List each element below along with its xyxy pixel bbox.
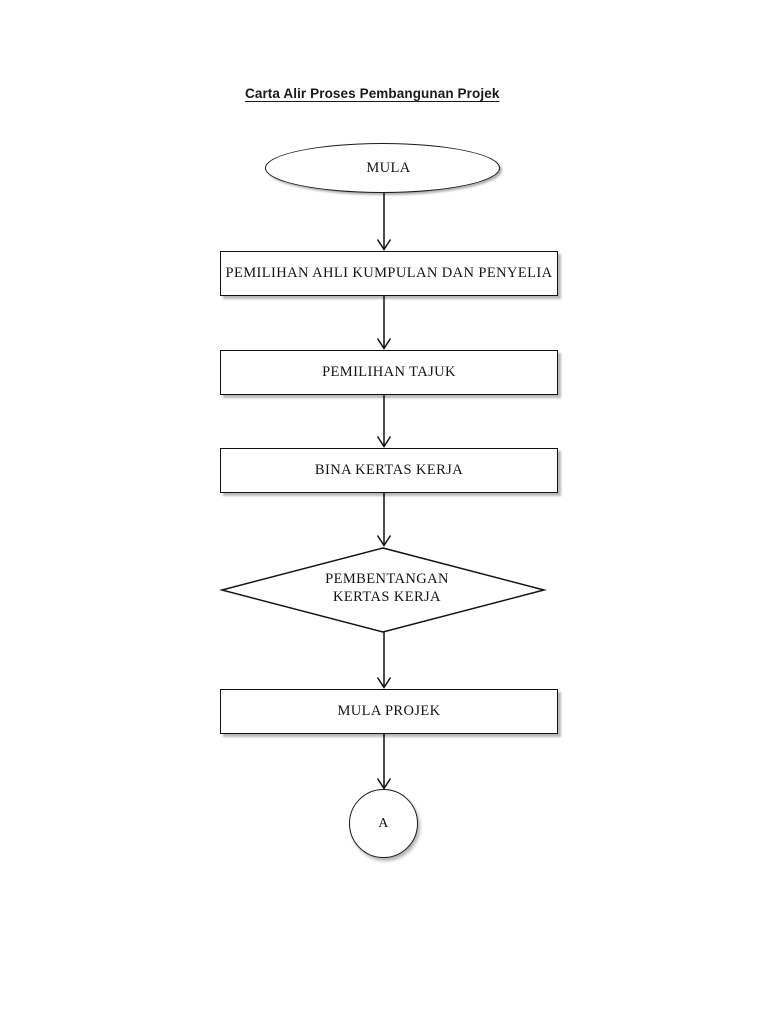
page-title: Carta Alir Proses Pembangunan Projek [245,86,500,101]
arrowhead-step-4-to-step-5 [376,677,392,689]
flow-node-step-5-process[interactable]: MULA PROJEK [220,689,558,734]
arrowhead-start-to-step-1 [376,239,392,251]
flow-node-step-5-label: MULA PROJEK [337,703,441,720]
flow-node-step-3-process[interactable]: BINA KERTAS KERJA [220,448,558,493]
flow-node-start-label: MULA [366,159,411,176]
flow-node-step-2-label: PEMILIHAN TAJUK [322,364,456,381]
arrowhead-step-1-to-step-2 [376,338,392,350]
diamond-shape-icon [219,547,547,633]
flow-node-step-4-label: PEMBENTANGAN KERTAS KERJA [325,570,449,605]
flow-node-step-4-text-wrap: PEMBENTANGAN KERTAS KERJA [221,547,545,633]
arrowhead-step-2-to-step-3 [376,436,392,448]
flow-node-connector-a-label: A [378,815,389,831]
arrowhead-step-3-to-step-4 [376,535,392,547]
flow-node-step-1-label: PEMILIHAN AHLI KUMPULAN DAN PENYELIA [225,265,553,282]
flow-node-step-2-process[interactable]: PEMILIHAN TAJUK [220,350,558,395]
flow-node-start-terminator[interactable]: MULA [265,143,500,193]
flow-node-step-1-process[interactable]: PEMILIHAN AHLI KUMPULAN DAN PENYELIA [220,251,558,296]
flow-node-step-4-decision[interactable]: PEMBENTANGAN KERTAS KERJA [219,547,547,633]
flow-node-connector-a-circle[interactable]: A [349,789,418,858]
arrowhead-step-5-to-connector-a [376,778,392,790]
flow-node-step-3-label: BINA KERTAS KERJA [314,462,464,479]
